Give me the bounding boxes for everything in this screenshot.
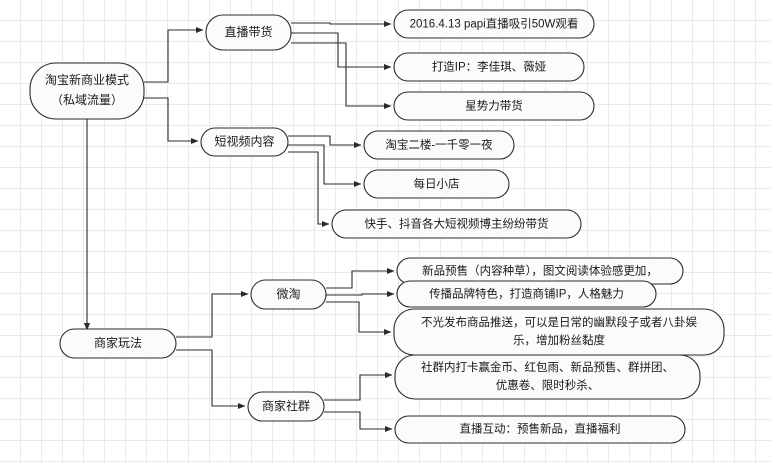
node-weitao[interactable]: 微淘	[250, 279, 327, 310]
node-live-commerce-shape[interactable]	[205, 14, 292, 51]
edge-live-to-leaf3	[291, 42, 392, 110]
node-live-leaf-2[interactable]: 打造IP：李佳琪、薇娅	[393, 52, 585, 82]
edge-live-to-leaf1	[291, 20, 392, 28]
node-weitao-label: 微淘	[276, 287, 300, 301]
edge-weitao-to-leaf1	[326, 267, 395, 289]
node-merchant-community[interactable]: 商家社群	[247, 391, 325, 422]
node-live-leaf-2-shape[interactable]	[393, 52, 585, 82]
node-community-leaf-1[interactable]: 社群内打卡赢金币、红包雨、新品预售、群拼团、 优惠卷、限时秒杀、	[394, 354, 701, 400]
node-live-leaf-3[interactable]: 星势力带货	[393, 91, 595, 121]
node-merchant-strategy[interactable]: 商家玩法	[59, 328, 177, 359]
node-live-leaf-1[interactable]: 2016.4.13 papi直播吸引50W观看	[393, 9, 595, 39]
node-merchant-strategy-shape[interactable]	[59, 328, 177, 359]
node-community-leaf-1-shape[interactable]	[394, 354, 701, 400]
node-weitao-leaf-2-shape[interactable]	[396, 280, 657, 308]
node-community-leaf-1-label-line2: 优惠卷、限时秒杀、	[496, 378, 600, 392]
node-community-leaf-2[interactable]: 直播互动：预售新品，直播福利	[394, 415, 686, 444]
edge-merchant-to-community	[176, 349, 246, 410]
node-weitao-leaf-3-shape[interactable]	[393, 308, 725, 356]
node-root[interactable]: 淘宝新商业模式 （私域流量）	[29, 62, 145, 120]
node-weitao-shape[interactable]	[250, 279, 327, 310]
node-video-leaf-2-shape[interactable]	[363, 169, 510, 199]
node-weitao-leaf-2[interactable]: 传播品牌特色，打造商铺IP，人格魅力	[396, 280, 657, 308]
node-live-leaf-1-shape[interactable]	[393, 9, 595, 39]
node-video-leaf-3-shape[interactable]	[331, 209, 582, 239]
node-root-shape[interactable]	[29, 62, 145, 120]
node-root-label-line1: 淘宝新商业模式	[45, 72, 129, 87]
node-merchant-community-shape[interactable]	[247, 391, 325, 422]
edge-group	[83, 20, 395, 433]
edge-shortvideo-to-leaf2	[288, 144, 362, 188]
edge-shortvideo-to-leaf3	[288, 151, 330, 228]
node-merchant-community-label: 商家社群	[262, 398, 310, 413]
node-live-commerce[interactable]: 直播带货	[205, 14, 292, 51]
edge-root-to-shortvideo	[144, 97, 199, 145]
node-community-leaf-2-shape[interactable]	[394, 415, 686, 444]
node-video-leaf-1[interactable]: 淘宝二楼-一千零一夜	[363, 130, 515, 160]
node-weitao-leaf-3-label-line1: 不光发布商品推送，可以是日常的幽默段子或者八卦娱	[421, 315, 697, 329]
node-weitao-leaf-1[interactable]: 新品预售（内容种草），图文阅读体验感更加，	[396, 257, 684, 285]
edge-weitao-to-leaf3	[326, 301, 392, 336]
edge-community-to-leaf2	[324, 411, 393, 433]
node-video-leaf-1-label: 淘宝二楼-一千零一夜	[385, 138, 493, 152]
node-live-leaf-3-label: 星势力带货	[465, 99, 523, 113]
edge-live-to-leaf2	[291, 32, 392, 71]
node-video-leaf-1-shape[interactable]	[363, 130, 515, 160]
edge-root-to-live	[144, 26, 204, 83]
node-community-leaf-2-label: 直播互动：预售新品，直播福利	[460, 422, 621, 436]
edge-merchant-to-weitao	[176, 290, 249, 338]
node-live-leaf-3-shape[interactable]	[393, 91, 595, 121]
node-live-leaf-1-label: 2016.4.13 papi直播吸引50W观看	[410, 17, 579, 31]
node-video-leaf-3-label: 快手、抖音各大短视频博主纷纷带货	[365, 217, 549, 231]
node-root-label-line2: （私域流量）	[51, 93, 123, 107]
node-weitao-leaf-2-label: 传播品牌特色，打造商铺IP，人格魅力	[429, 287, 624, 301]
node-short-video-shape[interactable]	[200, 127, 289, 157]
node-community-leaf-1-label-line1: 社群内打卡赢金币、红包雨、新品预售、群拼团、	[421, 360, 674, 374]
node-short-video-label: 短视频内容	[214, 134, 274, 149]
node-video-leaf-2[interactable]: 每日小店	[363, 169, 510, 199]
node-video-leaf-3[interactable]: 快手、抖音各大短视频博主纷纷带货	[331, 209, 582, 239]
node-live-leaf-2-label: 打造IP：李佳琪、薇娅	[432, 60, 547, 74]
node-video-leaf-2-label: 每日小店	[414, 177, 460, 191]
edge-shortvideo-to-leaf1	[288, 135, 362, 149]
node-weitao-leaf-3[interactable]: 不光发布商品推送，可以是日常的幽默段子或者八卦娱 乐，增加粉丝黏度	[393, 308, 725, 356]
node-weitao-leaf-3-label-line2: 乐，增加粉丝黏度	[513, 333, 605, 347]
node-weitao-leaf-1-label: 新品预售（内容种草），图文阅读体验感更加，	[422, 264, 658, 278]
node-merchant-strategy-label: 商家玩法	[94, 335, 142, 350]
node-live-commerce-label: 直播带货	[224, 24, 272, 39]
edge-community-to-leaf1	[324, 371, 393, 401]
edge-weitao-to-leaf2	[326, 290, 395, 298]
node-short-video[interactable]: 短视频内容	[200, 127, 289, 157]
